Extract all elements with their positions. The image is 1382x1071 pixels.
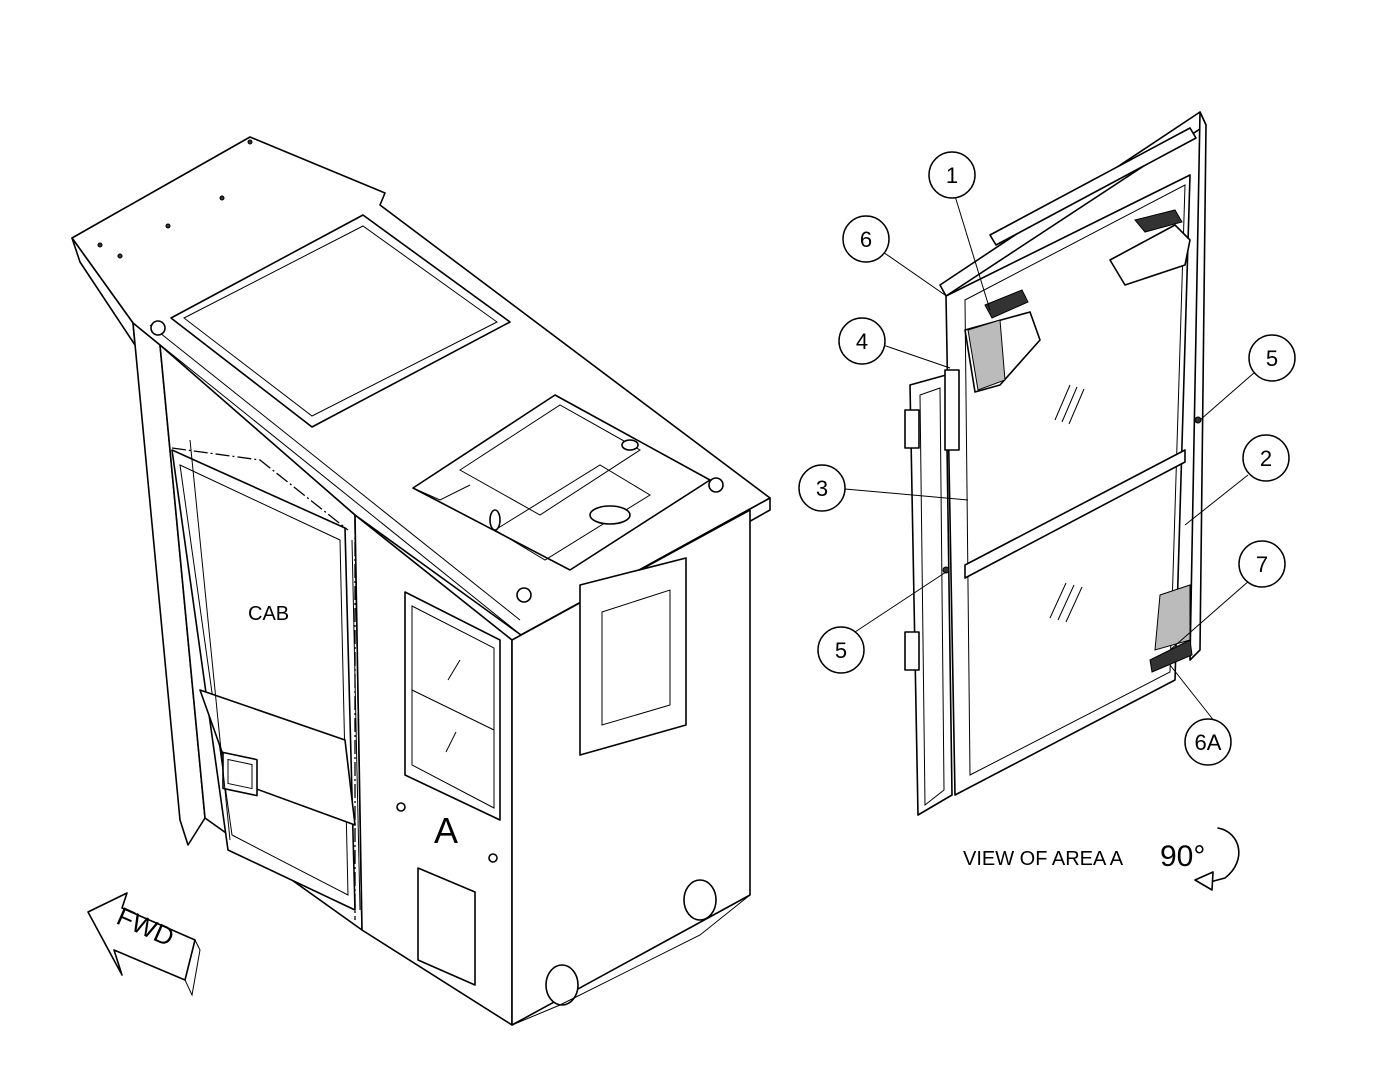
callout-3: 3 <box>798 464 846 512</box>
svg-text:6A: 6A <box>1195 730 1222 755</box>
callout-5-left: 5 <box>817 626 865 674</box>
svg-text:2: 2 <box>1260 446 1272 471</box>
fwd-arrow: FWD <box>87 892 201 997</box>
callout-5-right: 5 <box>1248 334 1296 382</box>
door-detail <box>904 111 1207 816</box>
callout-2: 2 <box>1242 434 1290 482</box>
svg-text:6: 6 <box>860 227 872 252</box>
cab-label: CAB <box>248 603 289 625</box>
svg-text:4: 4 <box>856 329 868 354</box>
rotation-label: 90° <box>1160 840 1205 873</box>
rotation-arrow-icon <box>1209 827 1240 883</box>
svg-text:5: 5 <box>835 638 847 663</box>
callout-1: 1 <box>928 151 976 199</box>
view-caption: VIEW OF AREA A 90° <box>963 827 1240 891</box>
callout-4: 4 <box>838 317 886 365</box>
cab-assembly: A CAB <box>71 136 771 1026</box>
svg-text:3: 3 <box>816 476 828 501</box>
leader-lines <box>844 195 1256 723</box>
callout-6: 6 <box>842 215 890 263</box>
callouts: 1 6 4 5 3 2 7 5 6A <box>798 151 1296 766</box>
svg-text:5: 5 <box>1266 346 1278 371</box>
callout-7: 7 <box>1238 540 1286 588</box>
svg-text:1: 1 <box>946 163 958 188</box>
svg-text:7: 7 <box>1256 552 1268 577</box>
callout-6a: 6A <box>1184 718 1232 766</box>
area-a-label: A <box>434 810 458 851</box>
view-label: VIEW OF AREA A <box>963 848 1124 870</box>
